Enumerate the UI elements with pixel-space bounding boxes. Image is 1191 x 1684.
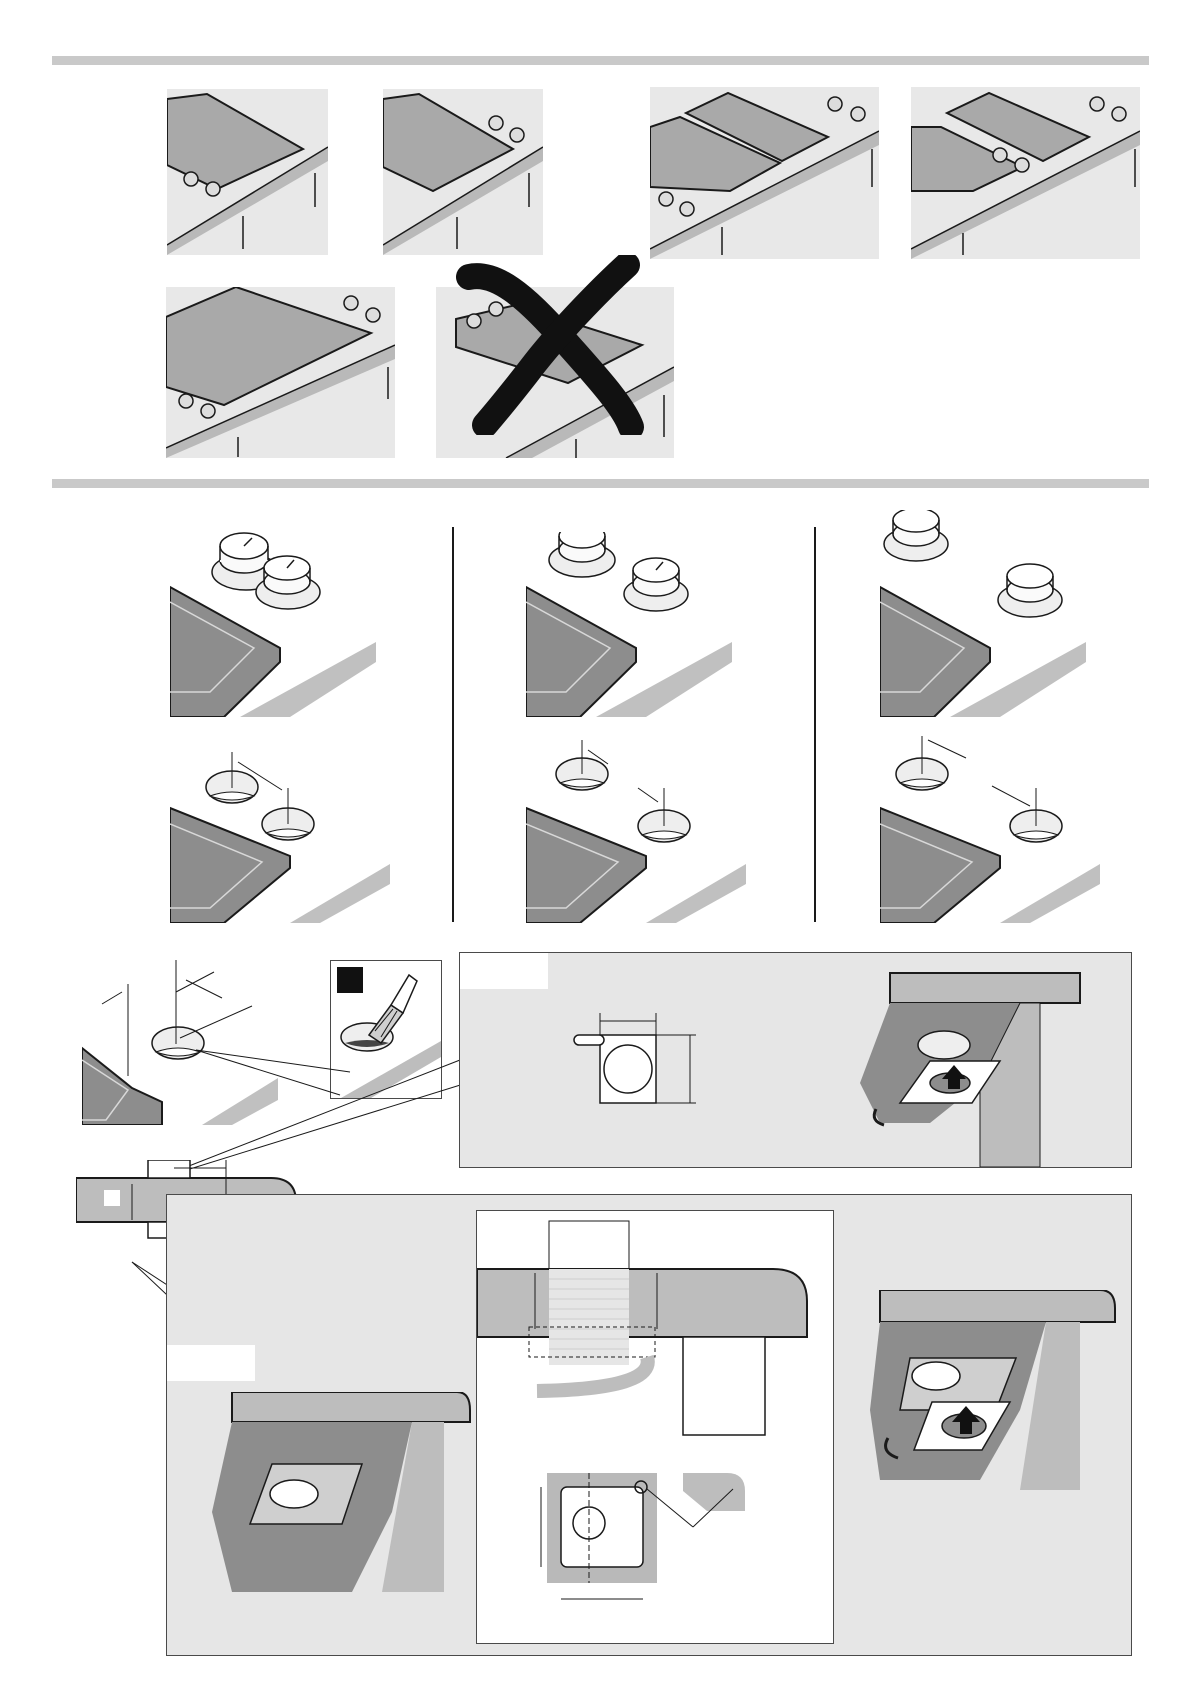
clamp-assembly-view — [870, 1290, 1120, 1490]
knobs-far-apart-holes — [880, 716, 1110, 923]
paint-brush-icon — [369, 975, 417, 1043]
cutout-detail-box — [476, 1210, 834, 1644]
label-tab-lower — [167, 1345, 255, 1381]
layout-thumbnail-3 — [650, 87, 879, 259]
layout-thumbnail-5 — [166, 287, 395, 458]
layout-thumbnail-1 — [167, 89, 328, 255]
section-divider-top — [52, 56, 1149, 65]
counter-cutout-view — [212, 1392, 482, 1592]
knobs-close-front-holes — [170, 738, 400, 923]
knobs-diagonal-holes — [526, 738, 756, 923]
column-divider-1 — [452, 527, 454, 922]
layout-thumbnail-2 — [383, 89, 543, 255]
black-square-icon — [337, 967, 363, 993]
hole-dimension-sketch — [82, 950, 327, 1125]
column-divider-2 — [814, 527, 816, 922]
sealing-inset — [330, 960, 442, 1099]
layout-thumbnail-4 — [911, 87, 1140, 259]
x-cross-icon — [455, 255, 655, 435]
knobs-diagonal-view — [526, 532, 756, 717]
section-divider-middle — [52, 479, 1149, 488]
knobs-close-front-view — [170, 532, 400, 717]
fixing-clamp-frame — [459, 952, 1132, 1168]
knobs-far-apart-view — [880, 510, 1110, 717]
